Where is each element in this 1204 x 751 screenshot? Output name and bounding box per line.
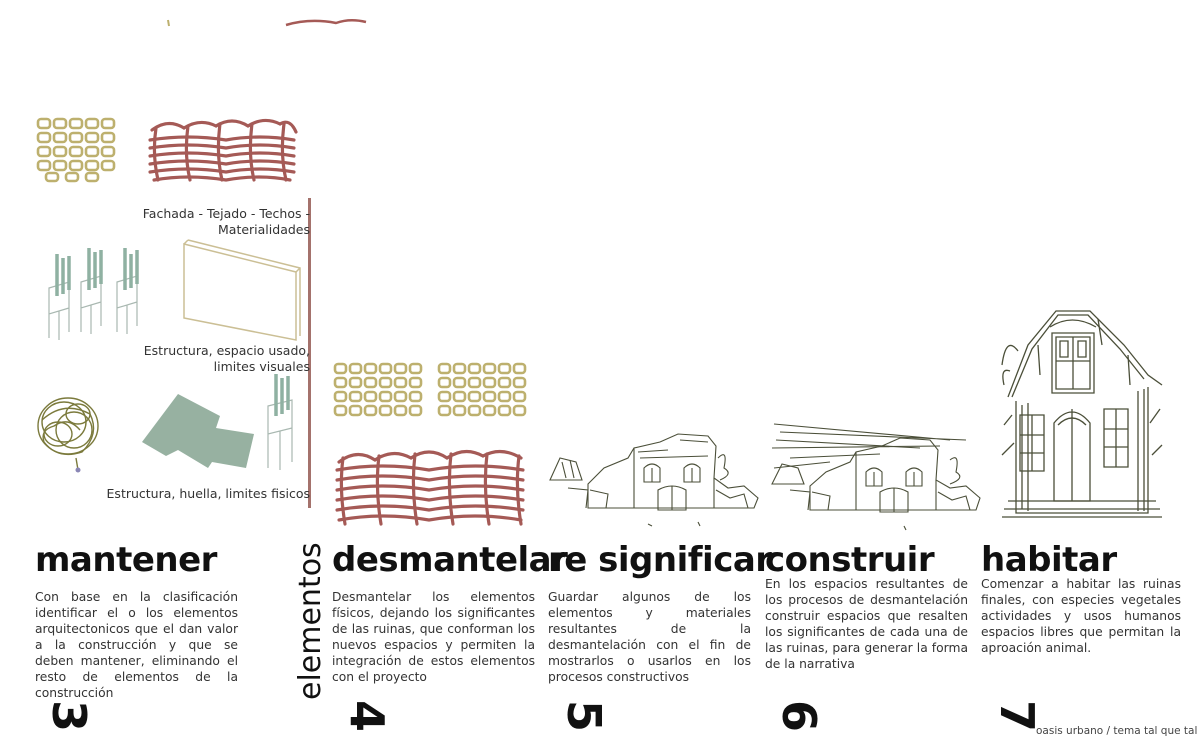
- house-icon: [1001, 310, 1163, 518]
- roof-tile-icon: [36, 117, 116, 183]
- step-5-number: 5: [557, 700, 611, 733]
- vertical-divider: [308, 198, 311, 508]
- ruin-house-icon: [549, 433, 759, 527]
- step-7-title: habitar: [981, 540, 1117, 580]
- step-4-number: 4: [340, 700, 394, 733]
- step-7-text: Comenzar a habitar las ruinas finales, c…: [981, 577, 1181, 655]
- step-3-number: 3: [42, 700, 96, 733]
- step-7-number: 7: [990, 700, 1044, 733]
- tree-canopy-icon: [37, 397, 99, 473]
- step-4-text: Desmantelar los elementos físicos, dejan…: [332, 590, 535, 684]
- step-5-title: re significar: [548, 540, 772, 580]
- step-6-number: 6: [772, 700, 826, 733]
- wall-slab-icon: [183, 239, 301, 341]
- step-4-title: desmantelar: [332, 540, 568, 580]
- top-fragment-icon: [167, 19, 367, 27]
- roof-shingle-icon: [148, 118, 298, 182]
- step-5-text: Guardar algunos de los elementos y mater…: [548, 590, 751, 684]
- elements-panel: Fachada - Tejado - Techos - Materialidad…: [30, 100, 315, 510]
- column-icon: [267, 374, 293, 470]
- step-3-text: Con base en la clasificación identificar…: [35, 590, 238, 700]
- footprint-shape-icon: [142, 394, 254, 468]
- caption-facade: Fachada - Tejado - Techos - Materialidad…: [142, 206, 310, 237]
- caption-structure-space: Estructura, espacio usado, limites visua…: [143, 343, 310, 374]
- steel-column-icon: [48, 248, 139, 340]
- ruin-with-beams-icon: [771, 423, 981, 531]
- roof-materials-icon: [333, 362, 527, 526]
- step-6-text: En los espacios resultantes de los proce…: [765, 577, 968, 671]
- step-3-title: mantener: [35, 540, 217, 580]
- step-6-title: construir: [765, 540, 935, 580]
- footer-text: oasis urbano / tema tal que tal: [1036, 725, 1198, 737]
- caption-structure-footprint: Estructura, huella, limites fisicos: [106, 486, 310, 501]
- elementos-vertical-label: elementos: [293, 542, 328, 700]
